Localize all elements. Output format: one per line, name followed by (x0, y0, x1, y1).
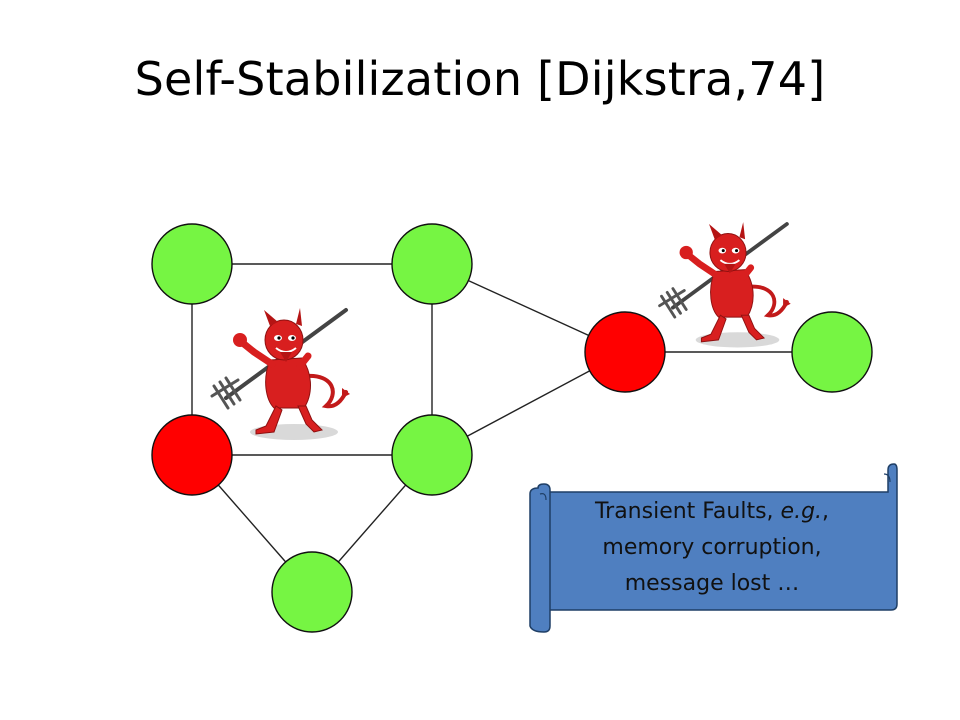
node-correct (791, 311, 873, 393)
node-correct (391, 414, 473, 496)
callout-line-1-text: Transient Faults, (594, 499, 781, 524)
transient-faults-scroll (529, 463, 898, 633)
callout-line-1-suffix: , (822, 499, 830, 524)
node-correct (271, 551, 353, 633)
callout-line-3: message lost … (624, 571, 800, 596)
devil-with-trident-icon (660, 222, 791, 347)
callout-line-2: memory corruption, (602, 535, 822, 560)
node-correct (151, 223, 233, 305)
slide-title: Self-Stabilization [Dijkstra,74] (134, 52, 826, 106)
devil-with-trident-icon (212, 308, 350, 440)
graph-nodes (151, 223, 873, 633)
node-faulty (151, 414, 233, 496)
node-faulty (584, 311, 666, 393)
callout-text: Transient Faults, e.g., memory corruptio… (556, 490, 868, 606)
callout-line-1-italic: e.g. (780, 499, 823, 524)
node-correct (391, 223, 473, 305)
callout-line-1: Transient Faults, e.g., (595, 494, 829, 530)
